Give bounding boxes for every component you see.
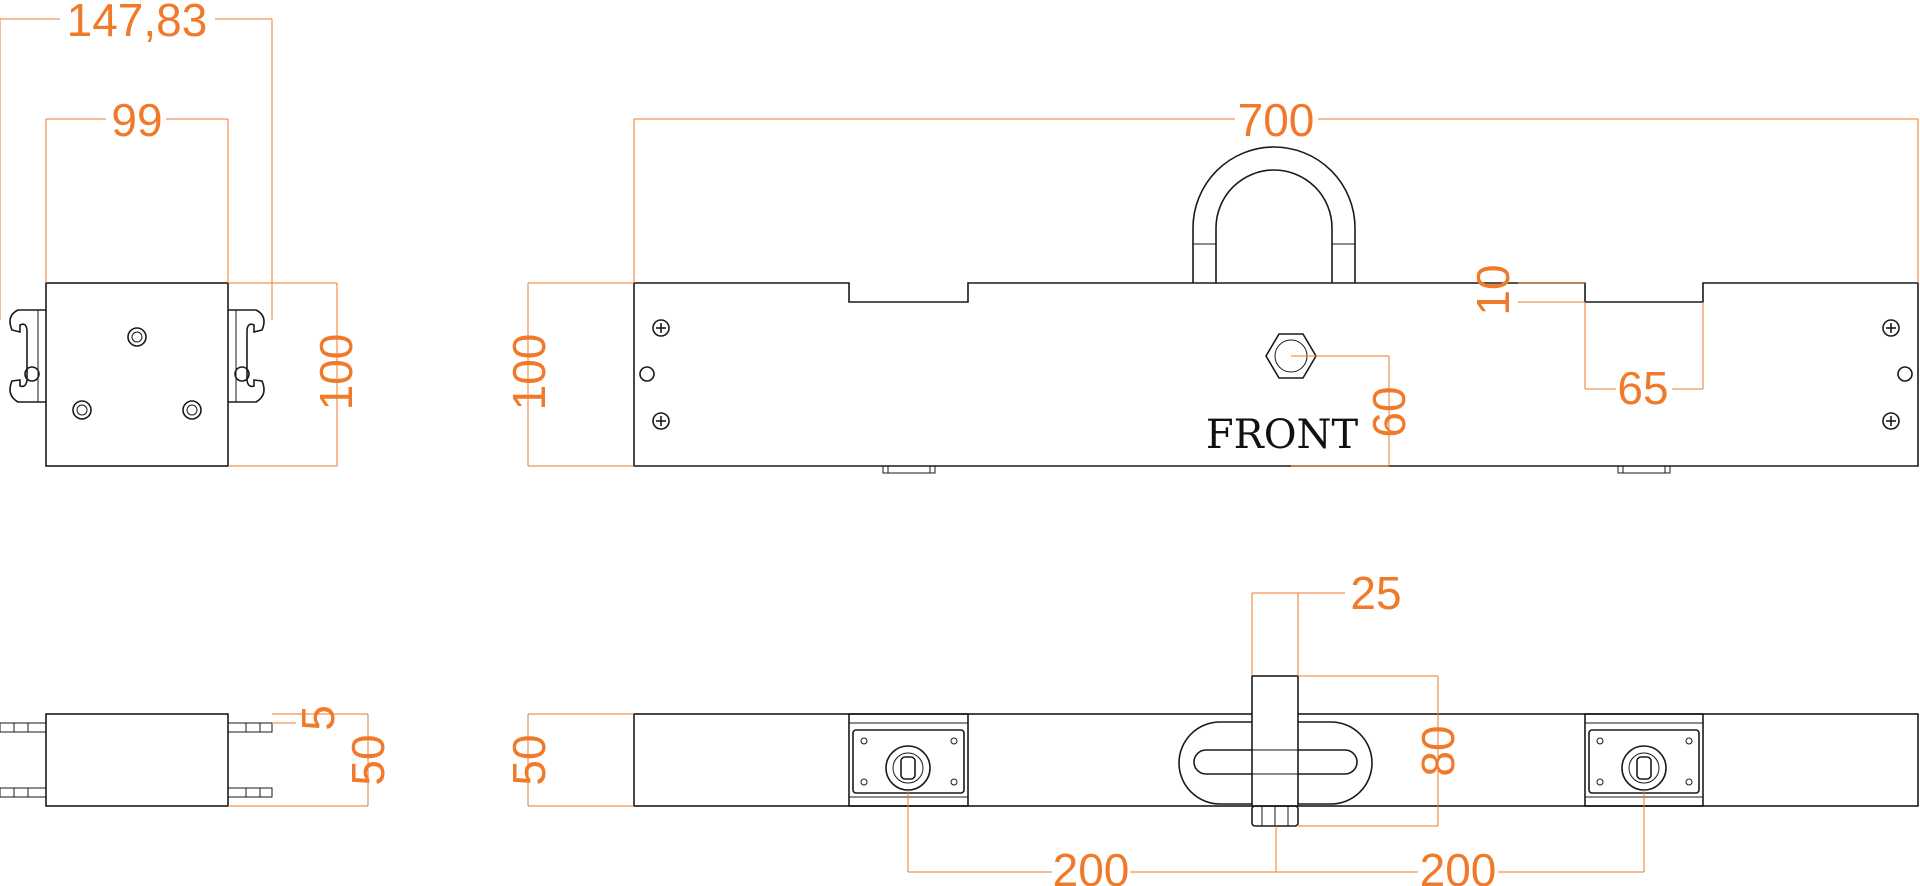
front-label: FRONT [1206, 412, 1359, 458]
side-right-hole [234, 366, 250, 382]
side-view: 147,83 99 100 [0, 0, 362, 467]
side-dimensions: 147,83 99 100 [0, 0, 362, 467]
top-view: 50 25 80 200 200 [503, 567, 1919, 886]
front-screw-bottom-left [652, 412, 670, 430]
side-body-width-label: 99 [111, 94, 162, 146]
side-right-hook [228, 309, 265, 403]
top-dimensions: 50 25 80 200 200 [503, 567, 1645, 886]
top-lock-spacing-right-label: 200 [1420, 844, 1497, 886]
front-screw-bottom-right [1882, 412, 1900, 430]
side-hole-left-inner [76, 404, 88, 416]
front-bolt-height-label: 60 [1363, 386, 1415, 437]
top-shackle-width-label: 25 [1350, 567, 1401, 619]
end-pin-right-bottom [227, 787, 273, 798]
top-lock-plate-right [1588, 729, 1700, 794]
side-hole-top [127, 327, 147, 347]
front-notch-depth-label: 10 [1467, 264, 1519, 315]
end-pin-left-bottom [0, 787, 47, 798]
front-length-label: 700 [1238, 94, 1315, 146]
front-screw-top-left [652, 319, 670, 337]
top-shackle-length-label: 80 [1412, 725, 1464, 776]
end-body [45, 713, 229, 807]
top-lock-spacing-left-label: 200 [1053, 844, 1130, 886]
front-screw-top-right [1882, 319, 1900, 337]
side-hole-left [72, 400, 92, 420]
side-hole-top-inner [131, 331, 143, 343]
front-dimensions: 700 100 10 65 60 [503, 94, 1919, 467]
top-shackle-bar [1251, 675, 1299, 807]
end-view: 5 50 [0, 705, 394, 807]
front-view: FRONT 700 100 10 65 [503, 94, 1919, 474]
side-left-hole [24, 366, 40, 382]
front-hole-left [639, 366, 655, 382]
end-dimensions: 5 50 [228, 705, 394, 807]
front-shackle-inner [1215, 169, 1333, 283]
end-pin-right-top [227, 722, 273, 733]
end-pin-left-top [0, 722, 47, 733]
front-hole-right [1897, 366, 1913, 382]
front-foot-right [1617, 465, 1671, 474]
side-body [45, 282, 229, 467]
end-thickness-label: 5 [292, 705, 344, 731]
side-hole-right-inner [186, 404, 198, 416]
end-height-label: 50 [342, 734, 394, 785]
top-height-label: 50 [503, 734, 555, 785]
side-left-hook [9, 309, 46, 403]
side-hole-right [182, 400, 202, 420]
front-height-label: 100 [503, 334, 555, 411]
top-lock-left-keyway [900, 756, 916, 780]
front-foot-left [882, 465, 936, 474]
front-shackle-outer [1192, 146, 1356, 283]
side-overall-width-label: 147,83 [67, 0, 208, 46]
top-lock-plate-left [852, 729, 965, 794]
front-notch-width-label: 65 [1617, 362, 1668, 414]
top-lock-right-keyway [1636, 756, 1652, 780]
side-height-label: 100 [310, 334, 362, 411]
